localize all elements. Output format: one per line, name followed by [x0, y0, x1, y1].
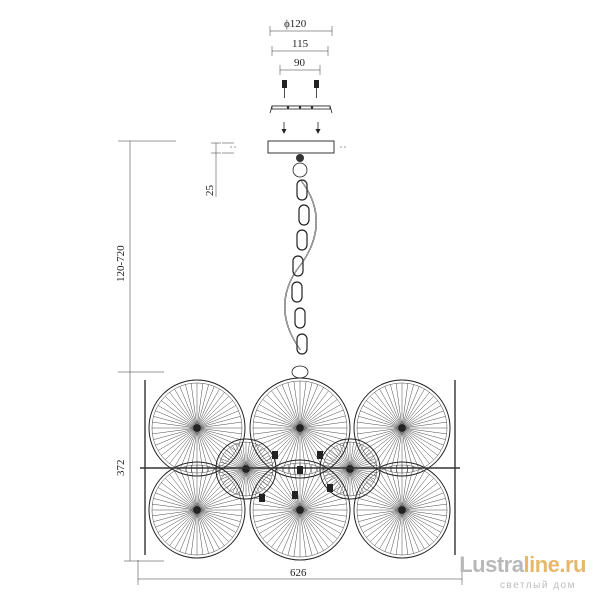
dim-canopy-diameter: ϕ120 — [284, 18, 307, 30]
watermark-brand-main: Lustra — [459, 552, 524, 577]
mounting-screws — [282, 80, 319, 98]
wire-disk — [249, 377, 351, 479]
dim-canopy-width: 115 — [292, 38, 309, 50]
wire-disk — [148, 379, 246, 477]
canopy-dimensions: ϕ120 115 90 — [269, 18, 333, 75]
bulb-socket — [327, 484, 333, 492]
wire-disk — [353, 379, 451, 477]
watermark-subtitle: светлый дом — [500, 580, 576, 591]
body-height-dimension: 372 — [115, 372, 164, 562]
suspension-chain — [284, 154, 317, 379]
wire-disk — [215, 438, 277, 500]
bulb-socket — [297, 466, 303, 474]
assembly-arrows — [281, 122, 321, 134]
dim-canopy-height: 25 — [204, 185, 216, 197]
body-width-dimension: 626 — [137, 560, 463, 585]
bulb-socket — [317, 451, 323, 459]
chain-link — [296, 333, 308, 355]
bulb-socket — [292, 491, 298, 499]
chandelier-body — [140, 377, 460, 561]
chain-link — [294, 307, 306, 329]
chain-link — [296, 229, 308, 251]
watermark-brand-accent: line.ru — [523, 552, 586, 577]
dim-body-height: 372 — [115, 460, 127, 477]
wire-disk — [319, 438, 381, 500]
chain-link — [298, 204, 310, 226]
dim-body-width: 626 — [290, 567, 307, 579]
watermark-logo: Lustraline.ru — [459, 552, 586, 578]
canopy-height-dimension: 25 — [204, 142, 221, 197]
bulb-socket — [272, 451, 278, 459]
chain-link — [292, 255, 304, 277]
wire-disk — [148, 461, 246, 559]
wire-disk — [353, 461, 451, 559]
ceiling-canopy — [222, 140, 348, 154]
dim-bracket-spacing: 90 — [294, 57, 306, 69]
mounting-bracket — [269, 105, 333, 114]
hanging-length-dimension: 120-720 — [115, 140, 176, 373]
chain-link — [291, 281, 303, 303]
bulb-socket — [259, 494, 265, 502]
dim-hanging-length: 120-720 — [115, 245, 127, 282]
